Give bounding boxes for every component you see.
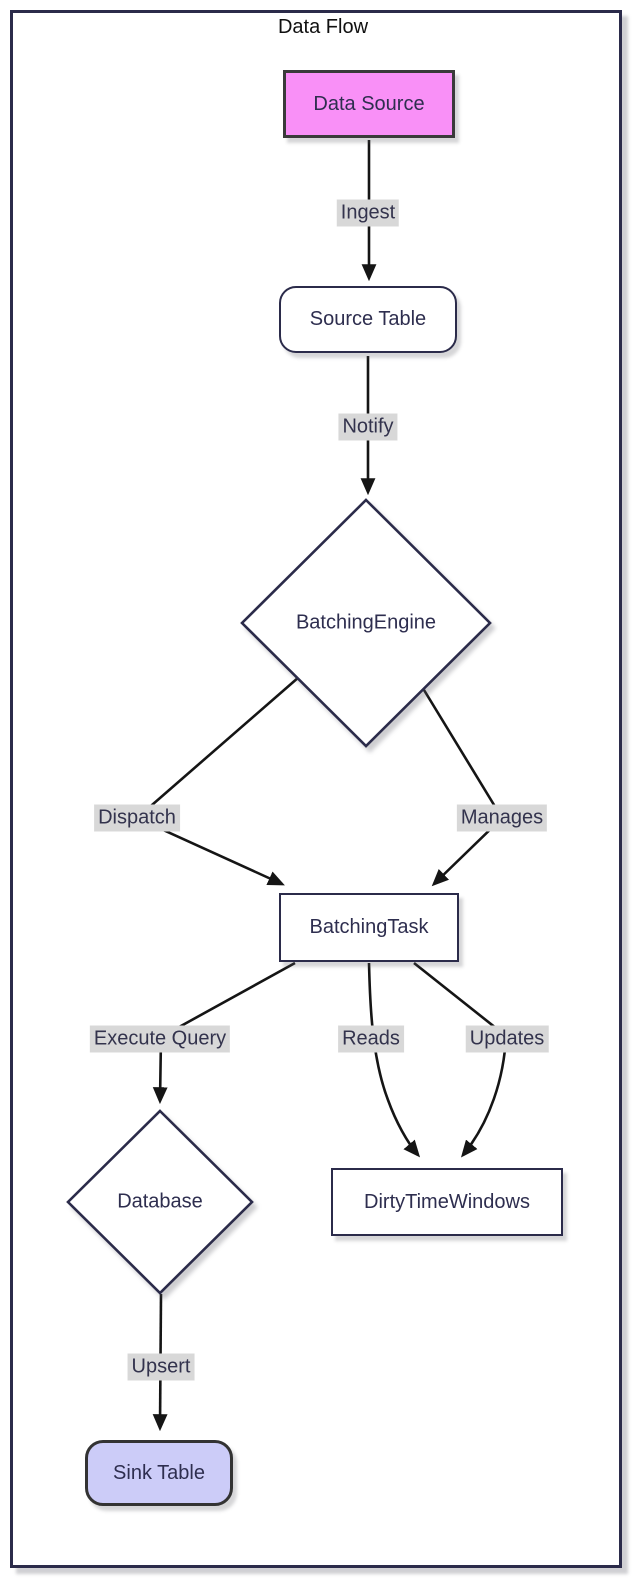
node-database-label: Database — [117, 1190, 203, 1213]
node-dirty-time-windows-label: DirtyTimeWindows — [364, 1190, 530, 1213]
edge-label-execute-query: Execute Query — [89, 1025, 231, 1053]
node-batching-task-label: BatchingTask — [309, 916, 429, 938]
edge-label-notify: Notify — [338, 413, 398, 441]
edge-label-upsert: Upsert — [127, 1353, 195, 1381]
node-sink-table: Sink Table — [85, 1440, 233, 1506]
edge-label-dispatch: Dispatch — [94, 804, 180, 832]
edge-label-updates: Updates — [465, 1025, 549, 1053]
edge-dispatch — [134, 676, 300, 886]
node-source-table: Source Table — [279, 286, 457, 353]
node-data-source-label: Data Source — [313, 92, 425, 115]
node-data-source: Data Source — [283, 70, 455, 138]
node-database-shape — [66, 1109, 254, 1295]
edge-manages — [422, 689, 504, 887]
edge-label-reads: Reads — [338, 1025, 404, 1053]
node-batching-task: BatchingTask — [279, 893, 459, 962]
edge-label-manages: Manages — [456, 804, 548, 832]
diagram-title: Data Flow — [277, 16, 369, 38]
node-sink-table-label: Sink Table — [113, 1461, 205, 1484]
edge-label-ingest: Ingest — [336, 199, 400, 227]
edge-reads — [367, 962, 421, 1158]
node-dirty-time-windows: DirtyTimeWindows — [331, 1168, 563, 1236]
node-source-table-label: Source Table — [309, 308, 427, 330]
node-batching-engine-shape — [240, 498, 492, 748]
diagram-frame — [10, 10, 622, 1568]
edge-updates — [413, 961, 508, 1158]
node-batching-engine-label: BatchingEngine — [295, 611, 437, 634]
